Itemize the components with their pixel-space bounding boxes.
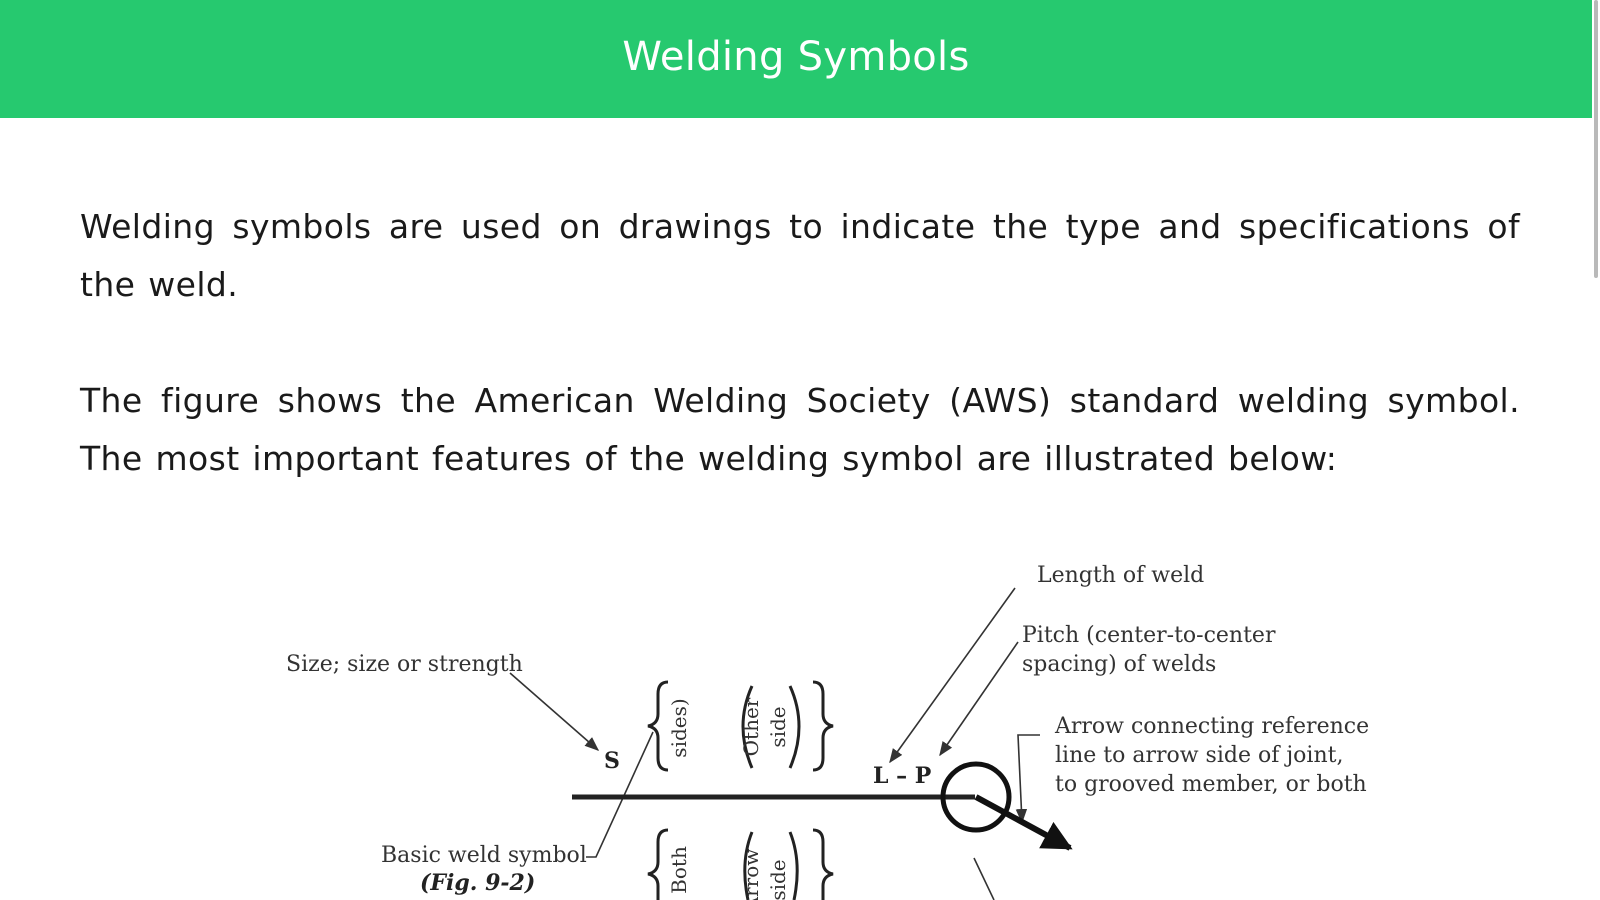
upper-paren-right (788, 685, 801, 769)
size-pointer (509, 672, 600, 751)
other-side-label-1: Other (739, 697, 763, 756)
basic-symbol-pointer (586, 731, 654, 858)
size-label: Size; size or strength (286, 652, 523, 677)
arrow-label-line1: Arrow connecting reference (1054, 714, 1369, 739)
lower-left-brace (647, 828, 669, 900)
length-of-weld-label: Length of weld (1037, 563, 1204, 588)
length-pitch-mark: L – P (873, 763, 931, 789)
scrollbar-thumb[interactable] (1594, 0, 1598, 278)
app-bar: Welding Symbols (0, 0, 1592, 118)
pitch-label-line2: spacing) of welds (1022, 652, 1216, 677)
welding-symbol-diagram: Length of weld Pitch (center-to-center s… (286, 563, 1369, 900)
basic-weld-symbol-ref: (Fig. 9-2) (420, 870, 535, 896)
upper-paren-left (741, 685, 754, 769)
other-side-label-2: side (766, 706, 790, 747)
article-content: Welding symbols are used on drawings to … (80, 198, 1520, 488)
sides-label: sides) (667, 698, 691, 757)
weld-all-around-circle (940, 761, 1012, 833)
arrow-side-label-1: Arrow (739, 849, 763, 900)
upper-right-brace (812, 680, 834, 772)
arrow-label-pointer (1015, 734, 1040, 824)
welding-symbol-figure: Length of weld Pitch (center-to-center s… (0, 540, 1592, 900)
lower-pointer (973, 857, 995, 900)
basic-weld-symbol-label: Basic weld symbol (381, 843, 587, 868)
lower-right-brace (812, 828, 834, 900)
length-pointer (889, 587, 1016, 764)
aws-paragraph: The figure shows the American Welding So… (80, 381, 1520, 478)
intro-paragraph: Welding symbols are used on drawings to … (80, 207, 1520, 304)
pitch-pointer (939, 641, 1019, 757)
lower-paren-left (743, 831, 754, 900)
arrow-label-line3: to grooved member, or both (1055, 772, 1367, 797)
both-label: Both (667, 846, 691, 894)
size-mark-s: S (604, 748, 620, 774)
scrollbar[interactable] (1592, 0, 1600, 900)
lower-paren-right (788, 831, 799, 900)
upper-left-brace (647, 680, 669, 772)
arrow-line (974, 794, 1073, 851)
pitch-label-line1: Pitch (center-to-center (1022, 623, 1276, 648)
page-title: Welding Symbols (622, 34, 970, 80)
arrow-label-line2: line to arrow side of joint, (1055, 743, 1343, 768)
arrow-side-label-2: side (766, 859, 790, 900)
